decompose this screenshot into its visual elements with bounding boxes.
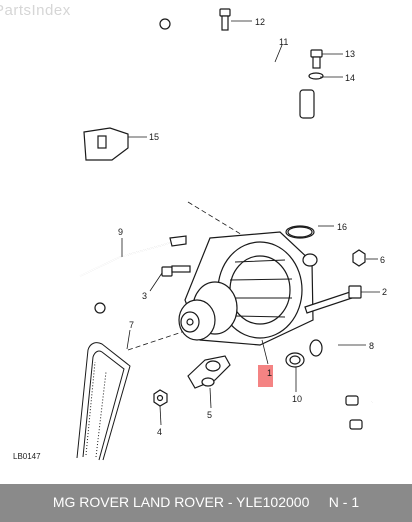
bolt-part-3 [161,265,191,277]
nut-part-4 [153,389,168,407]
callout-11: 11 [279,37,288,47]
center-line-left [127,331,183,351]
nut-part-6 [352,249,366,267]
alternator-part-1 [178,231,318,346]
footer-bar: MG ROVER LAND ROVER - YLE102000 N - 1 [0,484,412,522]
bolt-part-2 [304,285,362,314]
callout-2: 2 [382,287,387,297]
callout-16: 16 [337,222,347,232]
hose-clip-part-10 [285,352,305,368]
pipe-part-9 [79,235,187,314]
footer-title: MG ROVER LAND ROVER - YLE102000 N - 1 [52,494,360,510]
diagram-code: LB0147 [13,452,41,461]
callout-4: 4 [157,427,162,437]
callout-9: 9 [118,227,123,237]
washer-part-14 [308,72,324,80]
callout-15: 15 [149,132,159,142]
callout-13: 13 [345,49,355,59]
callout-8: 8 [369,341,374,351]
callout-3: 3 [142,291,147,301]
bolt-part-12 [219,8,231,31]
hose-part-8 [309,339,375,439]
bracket-part-5 [187,355,231,389]
callout-5: 5 [207,410,212,420]
callout-14: 14 [345,73,355,83]
bracket-part-15 [83,127,129,161]
drive-belt-part-7 [76,342,131,461]
bolt-part-13 [310,49,323,69]
callout-7: 7 [129,320,134,330]
callout-6: 6 [380,255,385,265]
exploded-parts-diagram: 12 11 13 14 15 16 9 6 2 3 7 8 1 10 5 4 [76,8,387,461]
leader-lines [121,20,380,426]
callout-12: 12 [255,17,265,27]
callout-10: 10 [292,394,302,404]
callout-1: 1 [267,368,272,378]
clamp-part-16 [287,226,313,238]
watermark-text: PartsIndex [0,2,71,19]
highlight-marker [258,365,273,387]
